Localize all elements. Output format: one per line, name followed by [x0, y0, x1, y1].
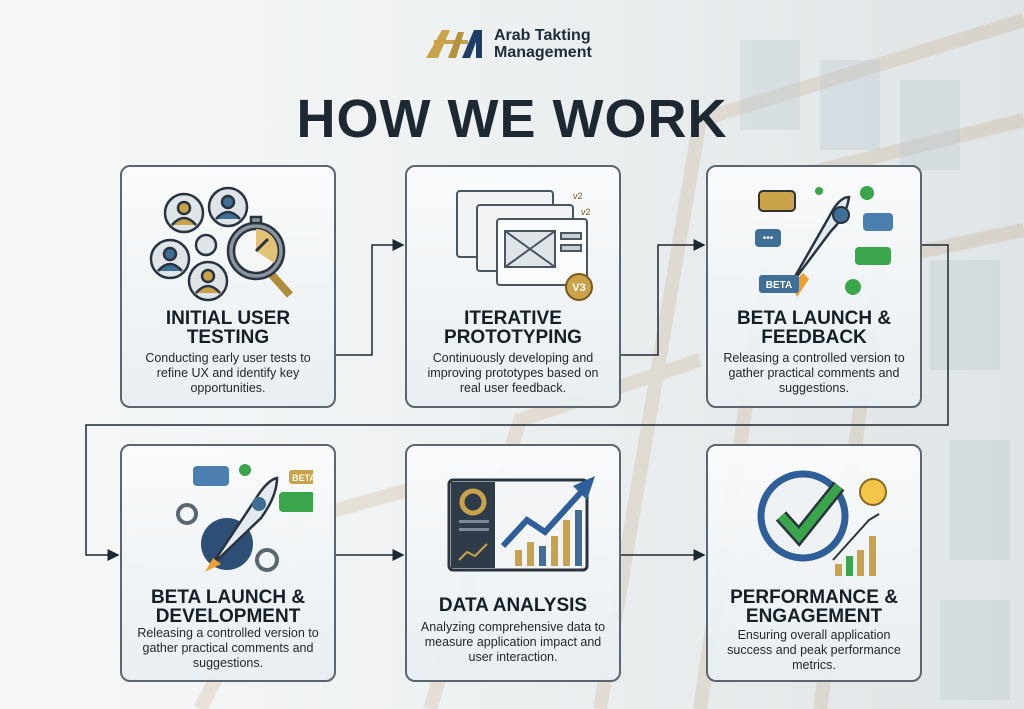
- company-logo: Arab Takting Management: [424, 27, 592, 61]
- step-title: PERFORMANCE &ENGAGEMENT: [730, 587, 898, 627]
- step-card-beta-launch-development: BETA BETA LAUNCH &DEVELOPMENT Releasing …: [120, 444, 336, 682]
- step-card-beta-launch-feedback: ••• BETA BETA LAUNCH &FEEDBACK Releasing…: [706, 165, 922, 408]
- step-title: BETA LAUNCH &DEVELOPMENT: [150, 587, 306, 627]
- svg-text:v2: v2: [581, 207, 591, 217]
- step-description: Continuously developing and improving pr…: [427, 351, 599, 395]
- connector-2-3: [620, 239, 706, 356]
- svg-text:BETA: BETA: [766, 280, 792, 291]
- step-description: Conducting early user tests to refine UX…: [145, 351, 311, 395]
- analytics-dashboard-icon: [447, 476, 595, 572]
- connector-1-2: [336, 239, 405, 356]
- connector-3-4: [85, 244, 949, 561]
- logo-text-line1: Arab Takting: [494, 27, 591, 44]
- step-title: DATA ANALYSIS: [438, 595, 588, 616]
- step-card-performance-engagement: PERFORMANCE &ENGAGEMENT Ensuring overall…: [706, 444, 922, 682]
- users-stopwatch-magnifier-icon: [149, 186, 293, 302]
- svg-text:v2: v2: [573, 191, 583, 201]
- checkmark-growth-icon: [757, 470, 887, 576]
- step-description: Releasing a controlled version to gather…: [137, 626, 319, 670]
- svg-text:BETA: BETA: [292, 473, 313, 483]
- wireframe-versions-icon: v2 v2 V3: [456, 190, 593, 301]
- step-title: BETA LAUNCH &FEEDBACK: [736, 308, 892, 348]
- rocket-feedback-icon: ••• BETA: [755, 186, 893, 297]
- logo-mark-icon: [426, 30, 482, 58]
- step-description: Analyzing comprehensive data to measure …: [420, 620, 606, 664]
- svg-text:•••: •••: [763, 233, 774, 244]
- step-card-data-analysis: DATA ANALYSIS Analyzing comprehensive da…: [405, 444, 621, 682]
- step-description: Releasing a controlled version to gather…: [723, 351, 905, 395]
- logo-text-line2: Management: [494, 44, 592, 61]
- rocket-gears-icon: BETA: [176, 464, 313, 572]
- svg-text:V3: V3: [572, 282, 585, 294]
- page-title: HOW WE WORK: [296, 89, 728, 149]
- step-description: Ensuring overall application success and…: [727, 628, 901, 672]
